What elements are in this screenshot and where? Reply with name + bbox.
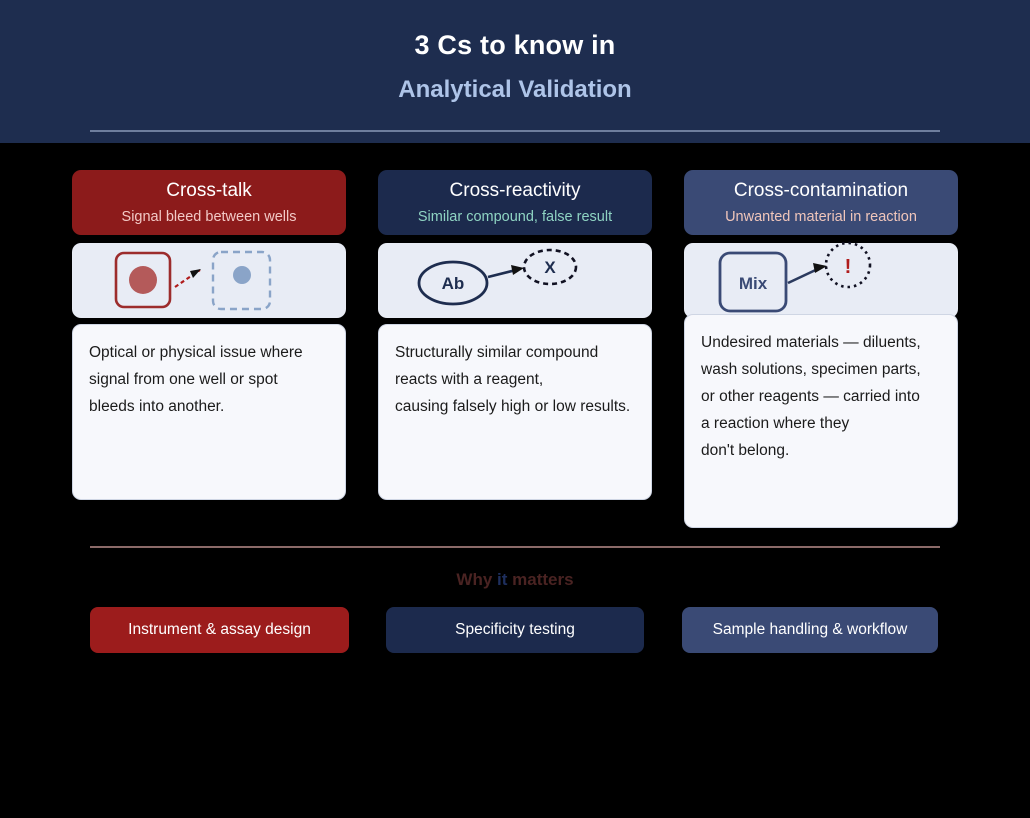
reaction-arrow-head <box>511 265 524 275</box>
header-divider <box>90 130 940 132</box>
figure-panel-cross-talk <box>72 243 346 318</box>
why-label-part-2: it <box>497 570 508 589</box>
false-target-ellipse <box>522 248 578 286</box>
description-card-cross-reactivity: Structurally similar compound reacts wit… <box>378 324 652 500</box>
carryover-arrow-head <box>813 263 827 273</box>
figure-panel-cross-contamination: Mix ! <box>684 241 958 318</box>
page-subtitle: Analytical Validation <box>398 76 632 103</box>
target-well-shape <box>211 250 272 311</box>
chip-instrument-assay-design[interactable]: Instrument & assay design <box>90 607 349 653</box>
cross-contamination-diagram: Mix ! <box>718 241 872 313</box>
card-title: Cross-contamination <box>733 180 909 201</box>
why-label-part-1: Why <box>456 570 498 589</box>
footer-divider <box>90 546 940 548</box>
source-well-shape <box>114 251 172 309</box>
mix-box-label: Mix <box>739 274 768 293</box>
antibody-label: Ab <box>442 274 465 293</box>
page-header: 3 Cs to know in Analytical Validation <box>0 0 1030 143</box>
card-title: Cross-talk <box>166 180 252 201</box>
crosstalk-diagram <box>114 250 272 311</box>
false-target-label: X <box>544 258 556 277</box>
target-well-dot <box>233 266 251 284</box>
bleed-arrow-head <box>190 269 201 278</box>
why-label-part-3: matters <box>507 570 574 589</box>
antibody-ellipse <box>417 260 489 306</box>
cross-reactivity-diagram: Ab X <box>417 248 578 306</box>
card-subtitle: Unwanted material in reaction <box>725 209 917 225</box>
why-it-matters-label: Why it matters <box>0 570 1030 590</box>
alert-circle-shape <box>824 241 872 289</box>
card-header-cross-talk[interactable]: Cross-talk Signal bleed between wells <box>72 170 346 235</box>
card-subtitle: Signal bleed between wells <box>121 209 297 225</box>
chip-sample-handling-workflow[interactable]: Sample handling & workflow <box>682 607 938 653</box>
description-card-cross-talk: Optical or physical issue where signal f… <box>72 324 346 500</box>
description-card-cross-contamination: Undesired materials — diluents, wash sol… <box>684 314 958 528</box>
page-title: 3 Cs to know in <box>414 30 616 60</box>
chip-specificity-testing[interactable]: Specificity testing <box>386 607 644 653</box>
card-title: Cross-reactivity <box>449 180 581 201</box>
card-subtitle: Similar compound, false result <box>417 209 613 225</box>
source-well-dot <box>129 266 157 294</box>
alert-exclamation-icon: ! <box>845 256 852 278</box>
bleed-arrow-line <box>174 269 201 288</box>
card-header-cross-contamination[interactable]: Cross-contamination Unwanted material in… <box>684 170 958 235</box>
figure-panel-cross-reactivity: Ab X <box>378 243 652 318</box>
card-header-cross-reactivity[interactable]: Cross-reactivity Similar compound, false… <box>378 170 652 235</box>
mix-box-shape <box>718 251 788 313</box>
